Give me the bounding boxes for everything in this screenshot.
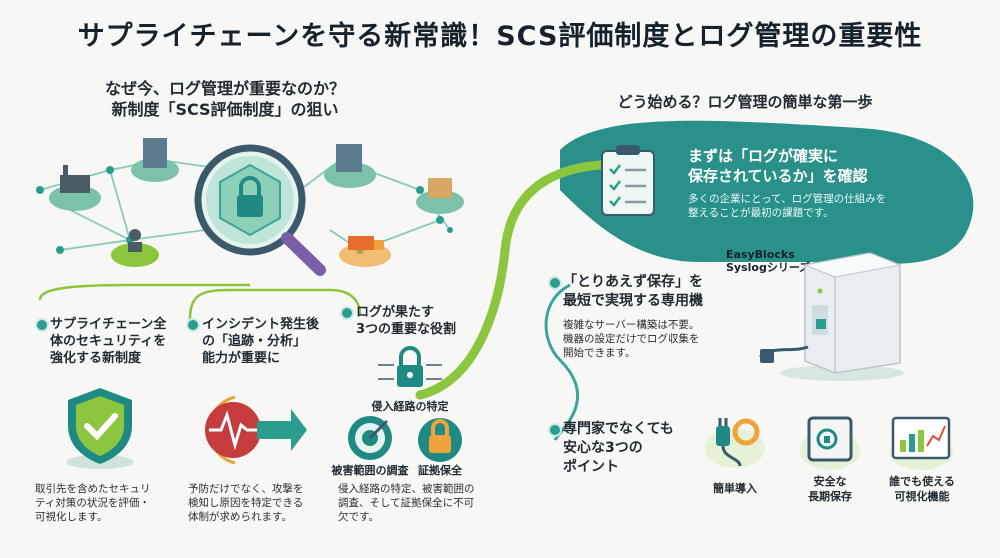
point3-desc-line1: 侵入経路の特定、被害範囲の: [338, 483, 475, 495]
point2-title-line1: インシデント発生後: [202, 317, 320, 332]
point1-title: サプライチェーン全 体のセキュリティを 強化する新制度: [50, 316, 180, 367]
product-label: EasyBlocks Syslogシリーズ: [726, 248, 810, 274]
role2-label: 被害範囲の調査: [331, 464, 409, 477]
point2-title-line3: 能力が重要に: [202, 351, 281, 366]
feature2-label-line2: 長期保存: [808, 490, 852, 503]
product-name-line2: Syslogシリーズ: [726, 261, 811, 274]
point1-bullet: [35, 318, 49, 332]
step1-desc: 多くの企業にとって、ログ管理の仕組みを 整えることが最初の課題です。: [688, 192, 928, 220]
feature3-label-line2: 可視化機能: [894, 490, 950, 503]
feature1-label: 簡単導入: [713, 482, 757, 495]
feature2-label-line1: 安全な: [813, 475, 847, 488]
step2-desc-line2: 機器の設定だけでログ収集を: [563, 333, 700, 345]
package-icon: [416, 178, 464, 214]
connector-curve: [415, 160, 605, 400]
warehouse-icon: [324, 144, 376, 188]
point2-desc: 予防だけでなく、攻撃を 検知し原因を特定できる 体制が求められます。: [188, 482, 338, 524]
point1-title-line3: 強化する新制度: [50, 351, 142, 366]
feature2-label: 安全な 長期保存: [790, 474, 870, 504]
left-heading-line2: 新制度「SCS評価制度」の狙い: [111, 100, 339, 119]
point1-desc-line2: ティ対策の状況を評価・: [35, 497, 150, 509]
step3-bullet: [548, 423, 562, 437]
step3-title-line2: 安心な3つの: [563, 440, 643, 456]
role1-label: 侵入経路の特定: [371, 400, 449, 413]
step3-title-line3: ポイント: [563, 459, 619, 475]
feature3-label: 誰でも使える 可視化機能: [872, 474, 972, 504]
point2-title-line2: の「追跡・分析」: [202, 334, 307, 349]
point2-desc-line3: 体制が求められます。: [188, 511, 292, 523]
point2-desc-line1: 予防だけでなく、攻撃を: [188, 483, 304, 495]
truck-icon: [339, 236, 391, 267]
product-name-line1: EasyBlocks: [726, 248, 795, 261]
point3-title-line2: 3つの重要な役割: [356, 322, 457, 337]
point2-bullet: [186, 318, 200, 332]
dashboard-chart-icon: [889, 416, 953, 470]
point1-desc: 取引先を含めたセキュリ ティ対策の状況を評価・ 可視化します。: [35, 482, 185, 524]
point2-desc-line2: 検知し原因を特定できる: [188, 497, 304, 509]
step2-title-line1: 「とりあえず保存」を: [563, 274, 703, 290]
step2-desc: 複雑なサーバー構築は不要。 機器の設定だけでログ収集を 開始できます。: [563, 318, 753, 360]
network-illustration: [36, 138, 464, 267]
point3-title: ログが果たす 3つの重要な役割: [356, 304, 486, 338]
step2-desc-line1: 複雑なサーバー構築は不要。: [563, 319, 700, 331]
step2-desc-line3: 開始できます。: [563, 347, 636, 359]
step1-title: まずは「ログが確実に 保存されているか」を確認: [688, 146, 918, 186]
plug-gear-icon: [705, 418, 765, 468]
point1-title-line2: 体のセキュリティを: [50, 334, 167, 349]
feature3-label-line1: 誰でも使える: [889, 475, 955, 488]
point1-desc-line3: 可視化します。: [35, 511, 108, 523]
step3-title-line1: 専門家でなくても: [563, 421, 674, 437]
building-icon: [131, 138, 179, 182]
target-icon: [348, 416, 392, 460]
role3-label: 証拠保全: [418, 464, 462, 477]
padlock-icon: [418, 418, 462, 462]
person-icon: [111, 229, 159, 267]
teal-banner-shape: [560, 120, 974, 265]
point3-desc-line3: 欠です。: [338, 511, 379, 523]
point3-desc-line2: 調査、そして証拠保全に不可: [338, 497, 475, 509]
point3-bullet: [340, 306, 354, 320]
magnifier-lock-icon: [194, 144, 326, 276]
right-flow-line: [544, 283, 579, 441]
point2-title: インシデント発生後 の「追跡・分析」 能力が重要に: [202, 316, 332, 367]
left-heading-line1: なぜ今、ログ管理が重要なのか？: [104, 79, 345, 98]
lock-circuit-icon: [378, 346, 442, 387]
step2-title-line2: 最短で実現する専用機: [563, 293, 703, 309]
step2-title: 「とりあえず保存」を 最短で実現する専用機: [563, 273, 753, 311]
shield-check-icon: [66, 388, 134, 469]
point1-desc-line1: 取引先を含めたセキュリ: [35, 483, 151, 495]
point1-title-line1: サプライチェーン全: [50, 317, 167, 332]
left-heading: なぜ今、ログ管理が重要なのか？ 新制度「SCS評価制度」の狙い: [85, 78, 365, 120]
step1-title-line1: まずは「ログが確実に: [688, 147, 839, 165]
step2-bullet: [548, 276, 562, 290]
right-heading: どう始める？ログ管理の簡単な第一歩: [617, 93, 873, 111]
safe-icon: [800, 416, 860, 470]
clipboard-checklist-icon: [601, 145, 655, 216]
page-title: サプライチェーンを守る新常識！SCS評価制度とログ管理の重要性: [77, 21, 923, 52]
heartbeat-arrow-icon: [205, 395, 307, 465]
factory-icon: [49, 165, 101, 211]
step3-title: 専門家でなくても 安心な3つの ポイント: [563, 420, 703, 477]
point3-title-line1: ログが果たす: [356, 305, 435, 320]
step1-title-line2: 保存されているか」を確認: [688, 167, 868, 185]
step1-desc-line1: 多くの企業にとって、ログ管理の仕組みを: [688, 193, 887, 205]
storage-server-icon: [759, 252, 904, 381]
point3-desc: 侵入経路の特定、被害範囲の 調査、そして証拠保全に不可 欠です。: [338, 482, 498, 524]
step1-desc-line2: 整えることが最初の課題です。: [688, 207, 834, 219]
